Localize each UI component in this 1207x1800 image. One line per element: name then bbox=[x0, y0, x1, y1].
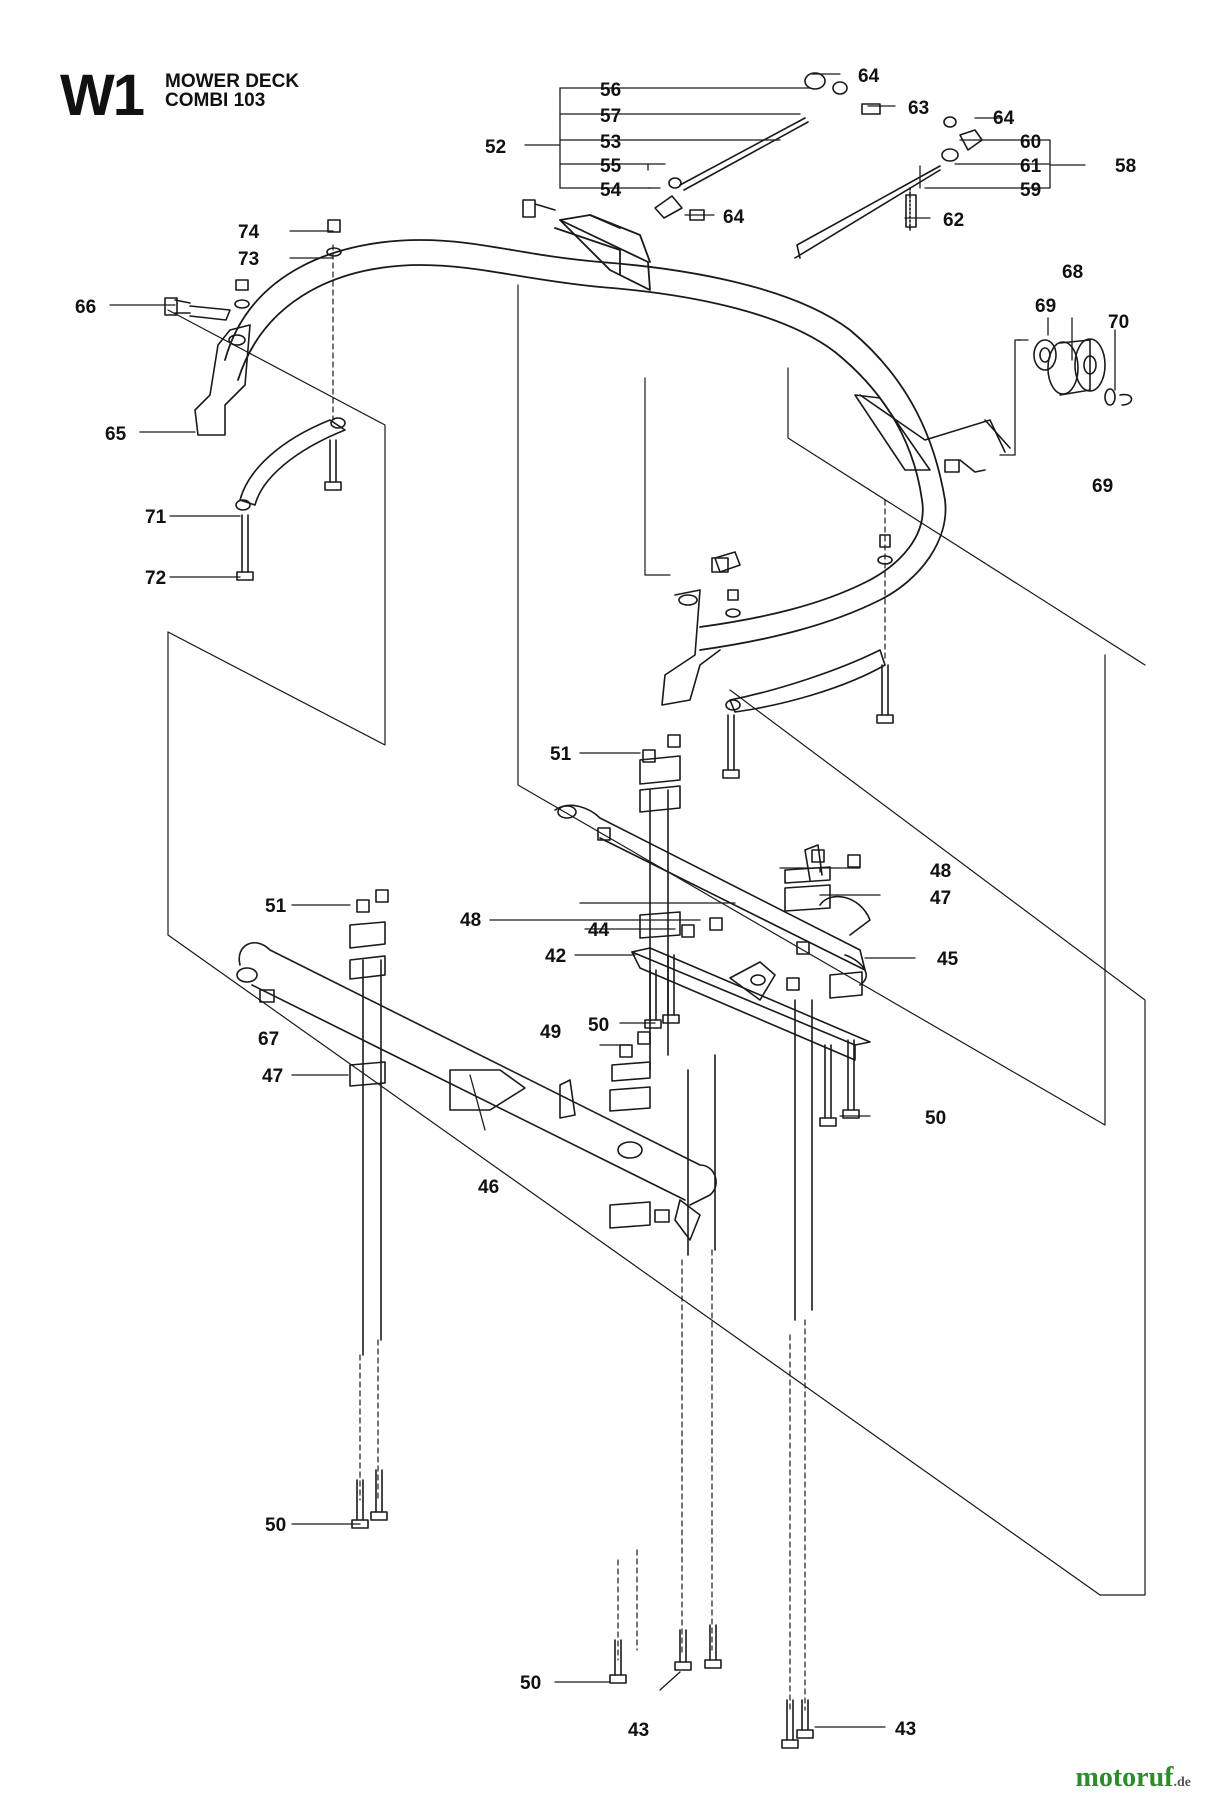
callout-58: 58 bbox=[1115, 156, 1136, 177]
callout-51-top: 51 bbox=[550, 744, 572, 765]
callout-73: 73 bbox=[238, 249, 259, 270]
callout-70: 70 bbox=[1108, 312, 1129, 333]
callout-64-top: 64 bbox=[858, 66, 880, 87]
bracket-65 bbox=[194, 324, 251, 436]
leader-lines bbox=[109, 73, 1116, 1728]
callout-61: 61 bbox=[1020, 156, 1042, 177]
callout-45: 45 bbox=[937, 949, 959, 970]
callout-64-mid: 64 bbox=[723, 207, 745, 228]
callout-50-mid: 50 bbox=[588, 1015, 609, 1036]
diagram-title: MOWER DECK COMBI 103 bbox=[165, 72, 299, 110]
callout-56: 56 bbox=[600, 80, 621, 101]
rod-59 bbox=[794, 116, 983, 259]
callout-46: 46 bbox=[478, 1177, 499, 1198]
boundary-planes bbox=[167, 284, 1146, 1596]
callout-43-right: 43 bbox=[895, 1719, 916, 1740]
callout-43-left: 43 bbox=[628, 1720, 649, 1741]
title-line-1: MOWER DECK bbox=[165, 71, 300, 92]
title-line-2: COMBI 103 bbox=[165, 90, 266, 111]
rod-53 bbox=[654, 72, 881, 221]
callout-53: 53 bbox=[600, 132, 621, 153]
callout-42: 42 bbox=[545, 946, 566, 967]
callout-67: 67 bbox=[258, 1029, 279, 1050]
callout-62: 62 bbox=[943, 210, 964, 231]
callout-55: 55 bbox=[600, 156, 622, 177]
rods bbox=[362, 789, 813, 1356]
callout-69-top: 69 bbox=[1035, 296, 1056, 317]
callout-74: 74 bbox=[238, 222, 260, 243]
callout-labels: 56 57 53 52 55 54 64 63 64 60 61 58 59 6… bbox=[75, 66, 1136, 1741]
lift-arm-upper bbox=[224, 214, 947, 651]
callout-57: 57 bbox=[600, 106, 621, 127]
callout-64-right: 64 bbox=[993, 108, 1015, 129]
lower-bar-42 bbox=[554, 804, 871, 1061]
callout-60: 60 bbox=[1020, 132, 1041, 153]
callout-72: 72 bbox=[145, 568, 166, 589]
callout-59: 59 bbox=[1020, 180, 1041, 201]
callout-63: 63 bbox=[908, 98, 929, 119]
callout-71: 71 bbox=[145, 507, 167, 528]
bracket-right bbox=[661, 394, 1011, 779]
watermark: motoruf.de bbox=[1076, 1762, 1191, 1794]
diagram-code: W1 bbox=[60, 63, 145, 128]
callout-52: 52 bbox=[485, 137, 506, 158]
callout-68: 68 bbox=[1062, 262, 1083, 283]
watermark-tld: .de bbox=[1173, 1775, 1192, 1790]
callout-69-bottom: 69 bbox=[1092, 476, 1113, 497]
callout-54: 54 bbox=[600, 180, 622, 201]
link-71 bbox=[235, 417, 346, 581]
callout-47-left: 47 bbox=[262, 1066, 283, 1087]
clamp-blocks bbox=[349, 755, 863, 1229]
watermark-brand: motoruf bbox=[1075, 1762, 1174, 1793]
callout-65: 65 bbox=[105, 424, 127, 445]
dashed-centerlines bbox=[332, 244, 886, 1711]
callout-50-lower-left: 50 bbox=[265, 1515, 286, 1536]
fasteners bbox=[164, 199, 960, 1749]
callout-66: 66 bbox=[75, 297, 96, 318]
callout-49: 49 bbox=[540, 1022, 561, 1043]
lower-bar-front bbox=[236, 941, 717, 1241]
callout-51-left: 51 bbox=[265, 896, 287, 917]
roller-68 bbox=[1033, 338, 1133, 406]
callout-48-right: 48 bbox=[930, 861, 951, 882]
callout-47-right: 47 bbox=[930, 888, 951, 909]
callout-48-left: 48 bbox=[460, 910, 481, 931]
callout-50-bottom: 50 bbox=[520, 1673, 541, 1694]
callout-44: 44 bbox=[588, 920, 610, 941]
callout-50-right: 50 bbox=[925, 1108, 946, 1129]
